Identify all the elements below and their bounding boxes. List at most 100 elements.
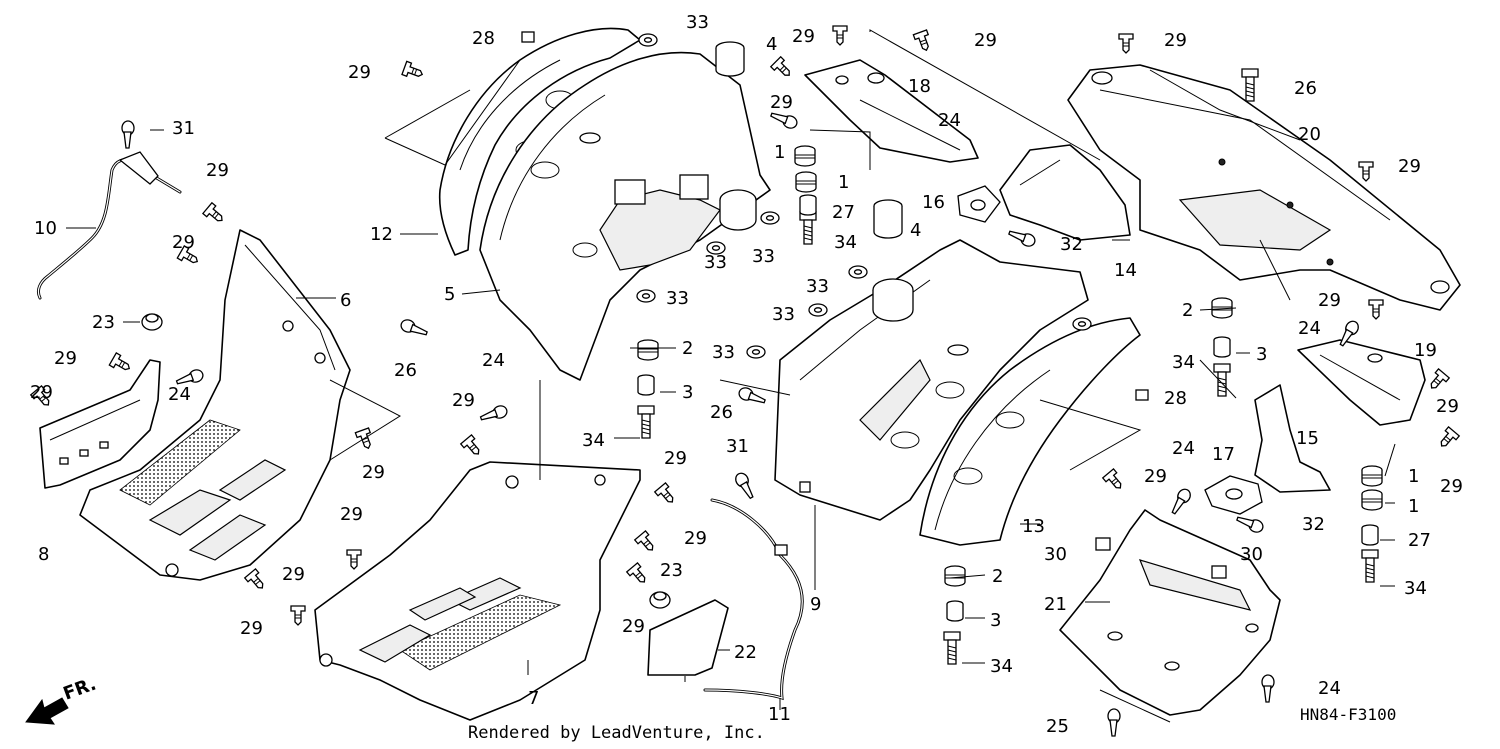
callout-33: 33 [752, 246, 775, 267]
part-7-step-floor [314, 461, 641, 721]
callout-4: 4 [766, 34, 777, 55]
callout-13: 13 [1022, 516, 1045, 537]
callout-24: 24 [482, 350, 505, 371]
callout-22: 22 [734, 642, 757, 663]
callout-27: 27 [832, 202, 855, 223]
part-8-left-side-plate [39, 359, 161, 489]
callout-2: 2 [992, 566, 1003, 587]
callout-29: 29 [664, 448, 687, 469]
callout-29: 29 [792, 26, 815, 47]
callout-34: 34 [834, 232, 857, 253]
front-arrow-icon [25, 697, 69, 725]
part-18-top-bracket [804, 59, 979, 163]
callout-34: 34 [1172, 352, 1195, 373]
callout-1: 1 [838, 172, 849, 193]
callout-29: 29 [240, 618, 263, 639]
callout-31: 31 [172, 118, 195, 139]
front-direction-arrow: FR. [25, 674, 100, 725]
leader-lines [66, 29, 1396, 723]
damper-icon [715, 41, 903, 239]
part-16-bracket [957, 185, 1001, 223]
callout-27: 27 [1408, 530, 1431, 551]
callout-5: 5 [444, 284, 455, 305]
callout-3: 3 [682, 382, 693, 403]
callout-18: 18 [908, 76, 931, 97]
callout-29: 29 [1398, 156, 1421, 177]
callout-26: 26 [710, 402, 733, 423]
callout-23: 23 [660, 560, 683, 581]
part-21-mud-guard [1059, 509, 1281, 716]
direction-label: FR. [61, 674, 100, 705]
callout-3: 3 [990, 610, 1001, 631]
callout-33: 33 [772, 304, 795, 325]
callout-29: 29 [362, 462, 385, 483]
callout-25: 25 [1046, 716, 1069, 737]
part-19-bracket [1297, 339, 1426, 426]
callout-29: 29 [1318, 290, 1341, 311]
callout-33: 33 [666, 288, 689, 309]
callout-29: 29 [340, 504, 363, 525]
part-14-cover [999, 144, 1131, 241]
callout-8: 8 [38, 544, 49, 565]
callout-15: 15 [1296, 428, 1319, 449]
plug-icon [141, 313, 671, 609]
callout-29: 29 [348, 62, 371, 83]
callout-2: 2 [682, 338, 693, 359]
callout-24: 24 [938, 110, 961, 131]
callout-16: 16 [922, 192, 945, 213]
callout-29: 29 [206, 160, 229, 181]
callout-29: 29 [282, 564, 305, 585]
callout-4: 4 [910, 220, 921, 241]
callout-17: 17 [1212, 444, 1235, 465]
part-15-bracket [1254, 384, 1331, 493]
callout-24: 24 [1318, 678, 1341, 699]
callout-1: 1 [1408, 496, 1419, 517]
footer-credit: Rendered by LeadVenture, Inc. [468, 723, 765, 743]
callout-26: 26 [1294, 78, 1317, 99]
callout-24: 24 [168, 384, 191, 405]
callout-34: 34 [1404, 578, 1427, 599]
callout-24: 24 [1298, 318, 1321, 339]
part-22-cover-plate [647, 599, 729, 682]
callout-10: 10 [34, 218, 57, 239]
callout-24: 24 [1172, 438, 1195, 459]
callout-29: 29 [974, 30, 997, 51]
clip-nut-icon [521, 31, 1227, 579]
callout-14: 14 [1114, 260, 1137, 281]
callout-29: 29 [1144, 466, 1167, 487]
diagram-code: HN84-F3100 [1300, 705, 1396, 724]
callout-28: 28 [472, 28, 495, 49]
callout-29: 29 [770, 92, 793, 113]
callout-29: 29 [1440, 476, 1463, 497]
callout-3: 3 [1256, 344, 1267, 365]
callout-30: 30 [1240, 544, 1263, 565]
part-5-front-fender-body [479, 51, 771, 381]
callout-32: 32 [1302, 514, 1325, 535]
callout-20: 20 [1298, 124, 1321, 145]
callout-34: 34 [990, 656, 1013, 677]
part-11-wire [703, 498, 804, 701]
callout-29: 29 [30, 382, 53, 403]
callout-29: 29 [54, 348, 77, 369]
part-20-rear-top-cover [1067, 64, 1461, 311]
callout-12: 12 [370, 224, 393, 245]
callout-33: 33 [806, 276, 829, 297]
part-6-left-step-panel [79, 229, 351, 581]
part-13-rear-outer-fender [919, 317, 1141, 546]
callout-1: 1 [774, 142, 785, 163]
callout-29: 29 [622, 616, 645, 637]
part-9-rear-inner-fender [774, 239, 1089, 521]
callout-34: 34 [582, 430, 605, 451]
callout-23: 23 [92, 312, 115, 333]
callout-1: 1 [1408, 466, 1419, 487]
part-17-plate [1204, 475, 1263, 515]
callout-31: 31 [726, 436, 749, 457]
callout-29: 29 [1436, 396, 1459, 417]
callout-2: 2 [1182, 300, 1193, 321]
callout-29: 29 [452, 390, 475, 411]
callout-6: 6 [340, 290, 351, 311]
callout-11: 11 [768, 704, 791, 725]
callout-33: 33 [686, 12, 709, 33]
callout-26: 26 [394, 360, 417, 381]
